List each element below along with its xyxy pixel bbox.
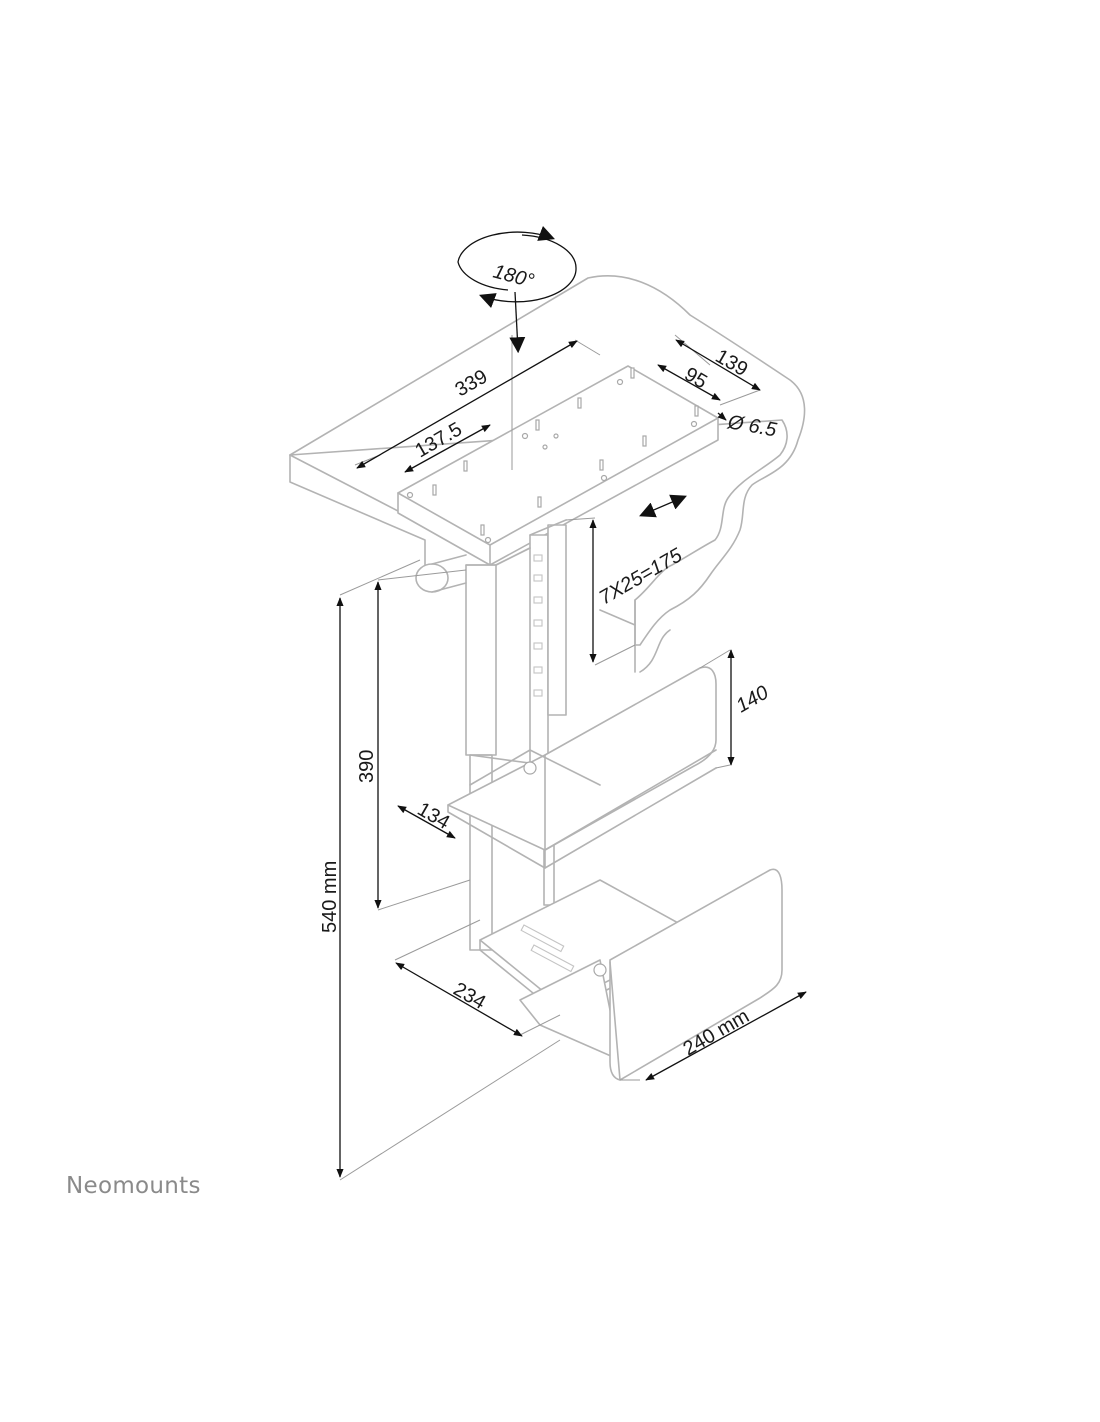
dim-339-line <box>356 340 578 469</box>
dim-134-line <box>397 805 456 839</box>
insert-arrow <box>509 291 526 354</box>
dimension-lines <box>336 339 807 1178</box>
height-column <box>415 519 567 951</box>
rotation-label: 180° <box>491 261 537 293</box>
dim-140-label: 140 <box>733 682 773 718</box>
bottom-holder <box>479 868 783 1081</box>
dim-540-label: 540 mm <box>319 861 341 933</box>
dim-95-line <box>657 364 721 401</box>
dim-6-5-line <box>717 411 727 421</box>
rotation-arrow <box>457 225 577 309</box>
dim-234-label: 234 <box>450 978 490 1014</box>
dim-240-line <box>645 991 807 1081</box>
dim-390-label: 390 <box>356 750 378 783</box>
dim-234-line <box>395 962 523 1037</box>
dim-137-5-line <box>404 424 491 473</box>
dim-134-label: 134 <box>414 798 454 834</box>
brand-logo: Neomounts <box>66 1173 201 1199</box>
slide-arrow <box>639 494 687 518</box>
